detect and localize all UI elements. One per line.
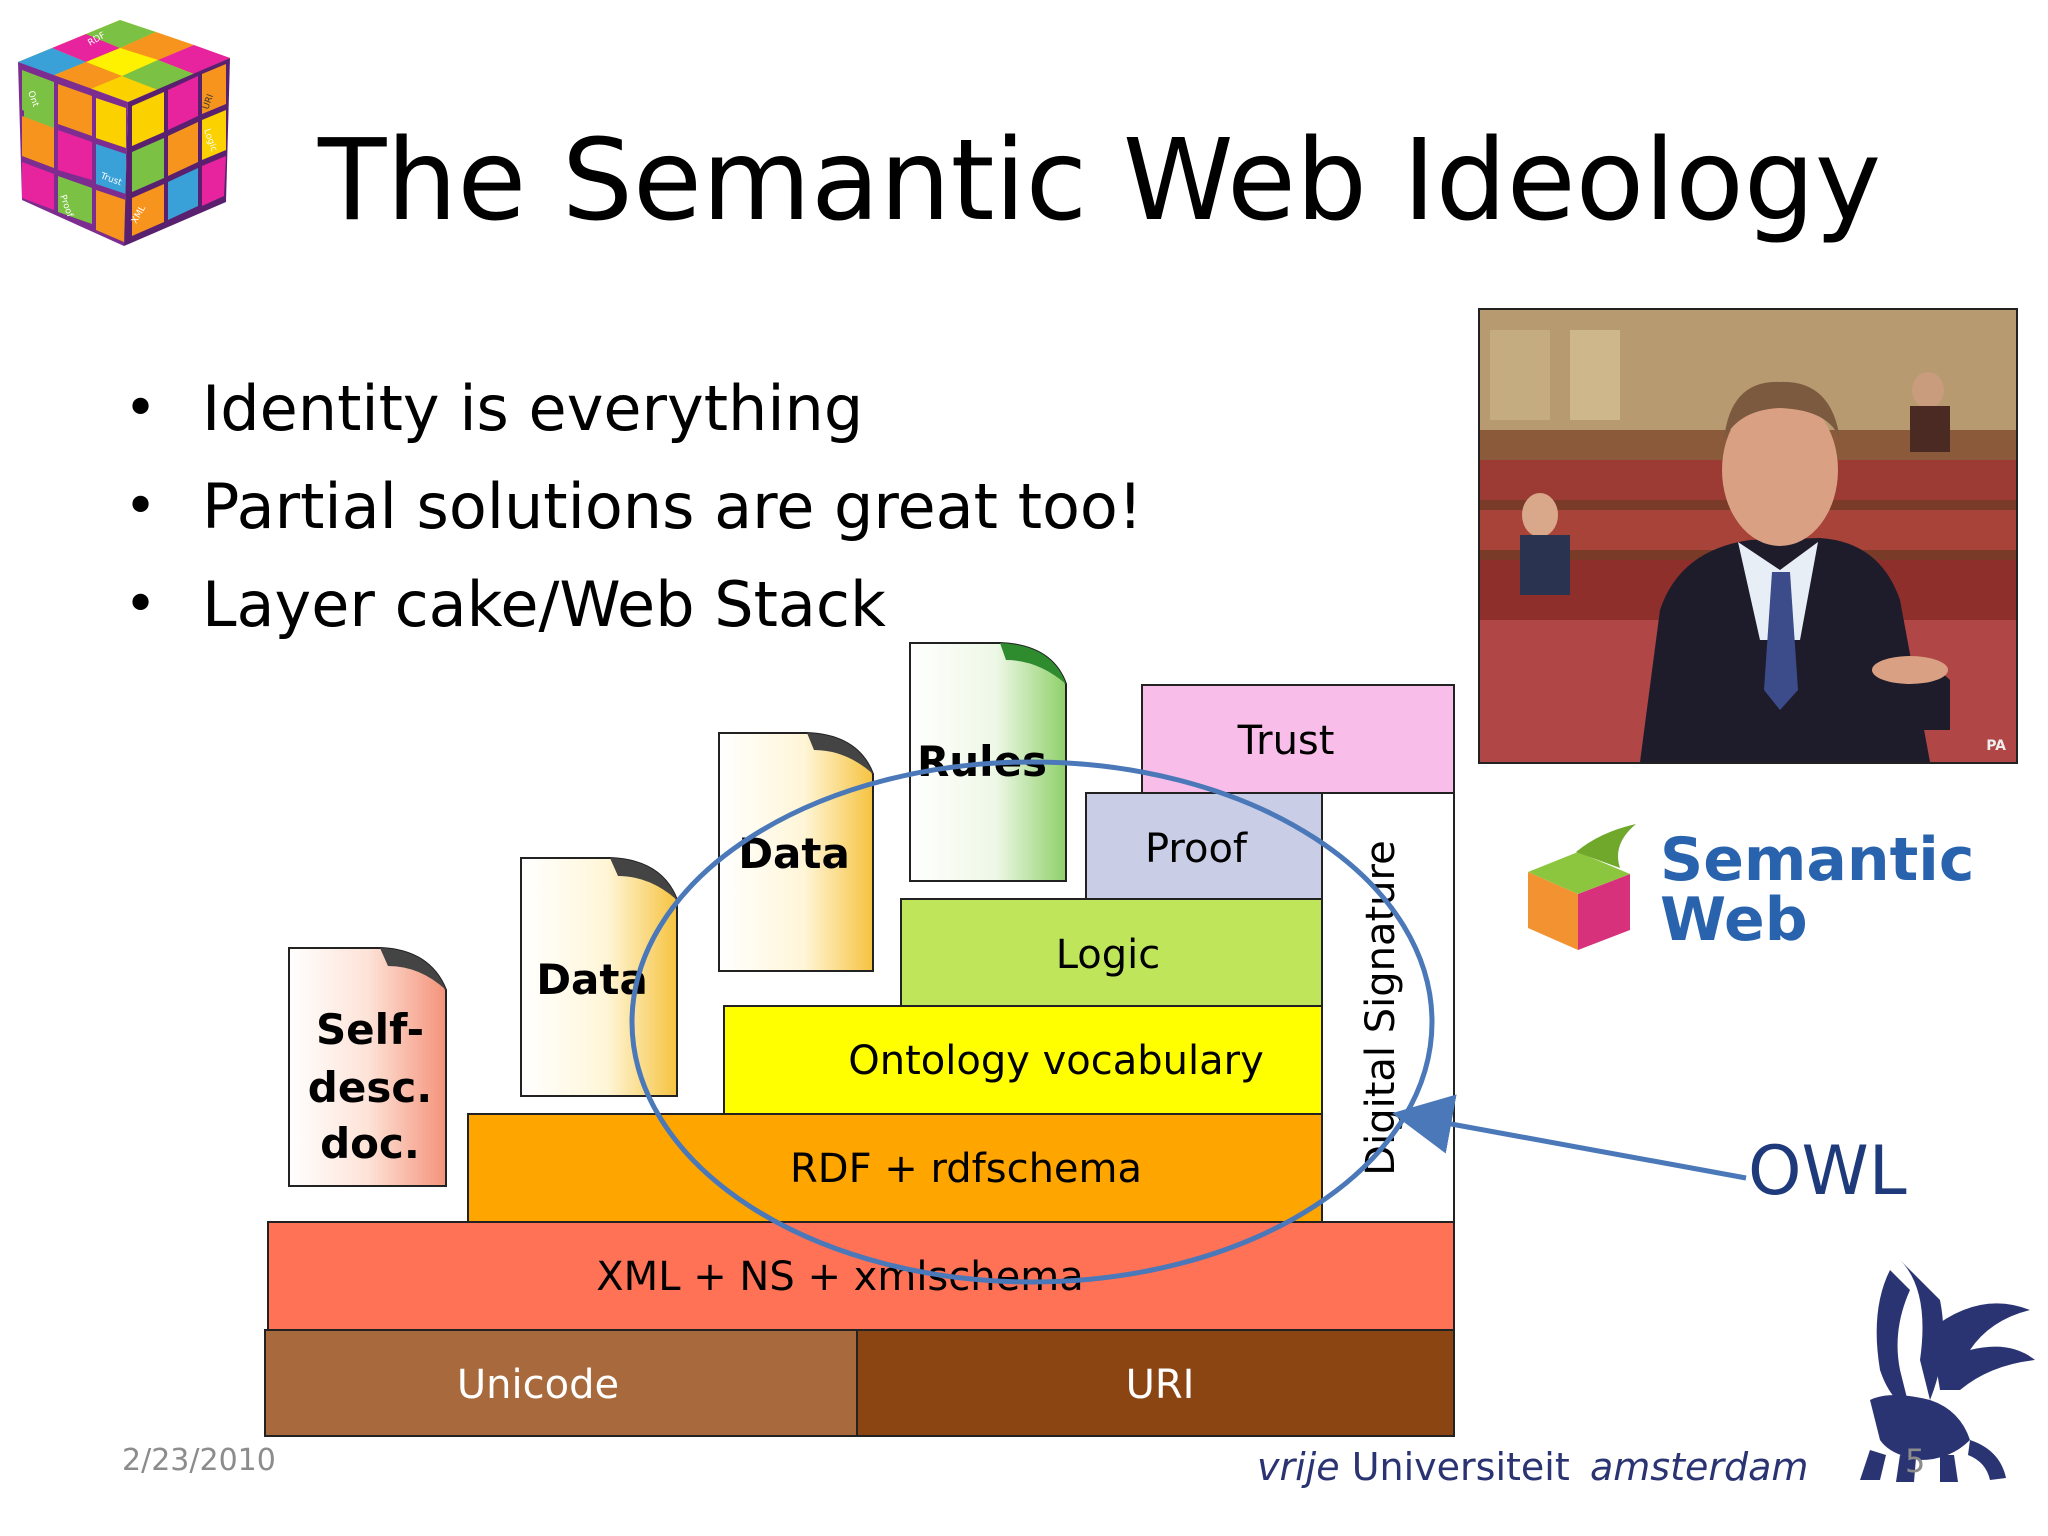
slide-page-number: 5	[1905, 1442, 1925, 1480]
layer-trust-label: Trust	[1237, 718, 1335, 764]
layer-ontology-label: Ontology vocabulary	[848, 1038, 1264, 1084]
owl-label: OWL	[1748, 1132, 1907, 1211]
footer-vrije: vrije	[1257, 1445, 1340, 1489]
layer-unicode-label: Unicode	[457, 1362, 619, 1408]
layer-logic-label: Logic	[1056, 932, 1161, 978]
semantic-web-wordmark: Semantic Web	[1660, 830, 1974, 950]
layer-rdf-label: RDF + rdfschema	[790, 1146, 1142, 1192]
portrait-image	[1480, 310, 2016, 762]
semantic-web-line2: Web	[1660, 890, 1974, 950]
footer-amsterdam: amsterdam	[1590, 1445, 1808, 1489]
layer-uri-label: URI	[1126, 1362, 1195, 1408]
slide-date: 2/23/2010	[122, 1443, 276, 1478]
footer-universiteit: Universiteit	[1352, 1445, 1570, 1489]
semantic-web-cube-icon	[1520, 822, 1645, 952]
footer-vrije-universiteit: vrije Universiteit	[1257, 1445, 1570, 1489]
layer-proof-label: Proof	[1145, 826, 1248, 872]
semantic-web-line1: Semantic	[1660, 830, 1974, 890]
doc-data-1-label: Data	[536, 955, 648, 1004]
layer-xml-label: XML + NS + xmlschema	[596, 1254, 1083, 1300]
doc-self-desc-line3: doc.	[320, 1119, 420, 1168]
vu-griffin-logo	[1830, 1250, 2040, 1490]
photo-credit: PA	[1986, 738, 2006, 754]
doc-self-desc-line2: desc.	[308, 1063, 432, 1112]
portrait-photo: PA	[1478, 308, 2018, 764]
doc-self-desc-line1: Self-	[316, 1005, 424, 1054]
